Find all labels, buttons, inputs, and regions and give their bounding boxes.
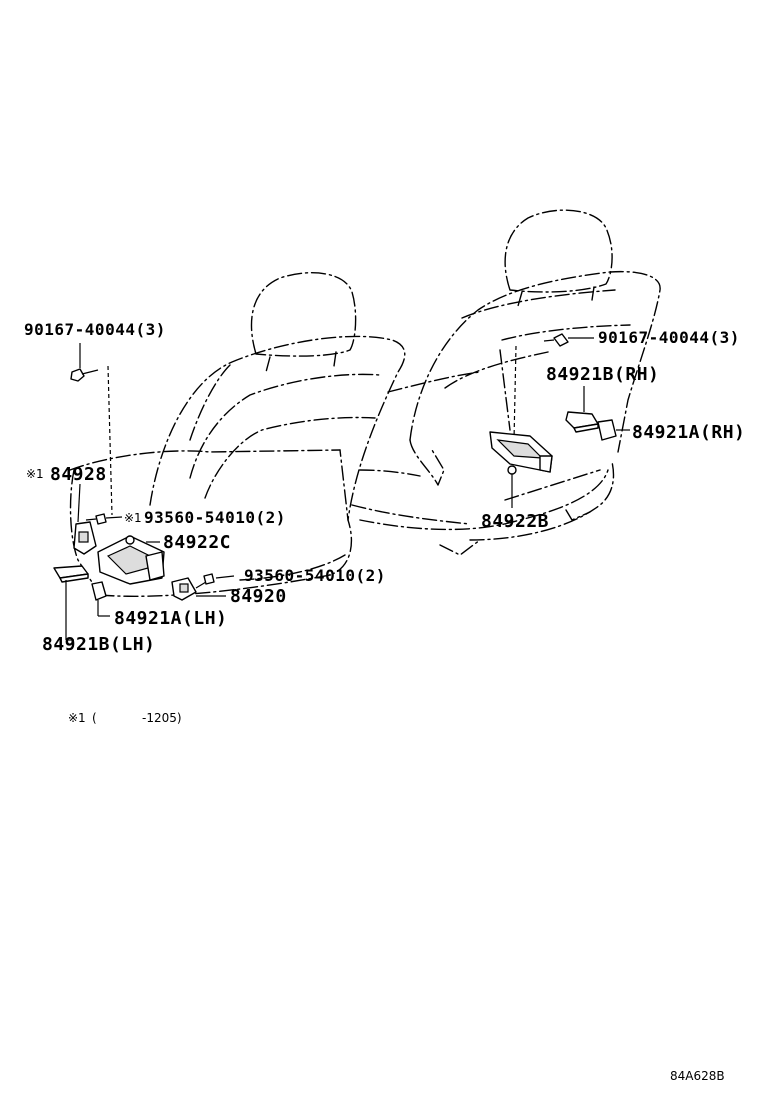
footnote-mark: ※1 xyxy=(68,711,86,725)
bracket-84922b-icon xyxy=(489,431,553,475)
screw-lower-icon xyxy=(203,573,215,585)
right-seat-outline xyxy=(359,209,661,556)
screw-upper-icon xyxy=(85,513,123,525)
bracket-84922c-icon xyxy=(97,535,165,585)
label-cover-a-rh: 84921A(RH) xyxy=(632,422,745,443)
label-bracket-84922c: 84922C xyxy=(163,532,231,553)
switch-84920-icon xyxy=(171,577,197,601)
label-bracket-84922b: 84922B xyxy=(481,511,549,532)
bolt-rh-icon xyxy=(543,333,594,347)
note-mark-84928: ※1 xyxy=(26,467,44,481)
footnote-text: -1205) xyxy=(142,711,182,725)
label-switch-84920: 84920 xyxy=(230,586,287,607)
cover-a-lh-icon xyxy=(91,581,107,601)
switch-84928-icon xyxy=(73,521,97,555)
bolt-lh-icon xyxy=(70,368,99,382)
label-cover-b-rh: 84921B(RH) xyxy=(546,364,659,385)
label-screw-lower: 93560-54010(2) xyxy=(244,566,386,585)
cover-a-rh-icon xyxy=(597,419,617,441)
label-cover-a-lh: 84921A(LH) xyxy=(114,608,227,629)
cover-b-lh-icon xyxy=(53,565,89,583)
footnote-open-paren: ( xyxy=(92,711,97,725)
label-switch-84928: 84928 xyxy=(50,464,107,485)
label-bolt-lh: 90167-40044(3) xyxy=(24,320,166,339)
drawing-code: 84A628B xyxy=(670,1069,725,1083)
label-bolt-rh: 90167-40044(3) xyxy=(598,328,740,347)
label-cover-b-lh: 84921B(LH) xyxy=(42,634,155,655)
cover-b-rh-icon xyxy=(565,411,599,433)
left-seat-outline xyxy=(69,272,481,597)
note-mark-screw: ※1 xyxy=(124,511,142,525)
label-screw-upper: 93560-54010(2) xyxy=(144,508,286,527)
